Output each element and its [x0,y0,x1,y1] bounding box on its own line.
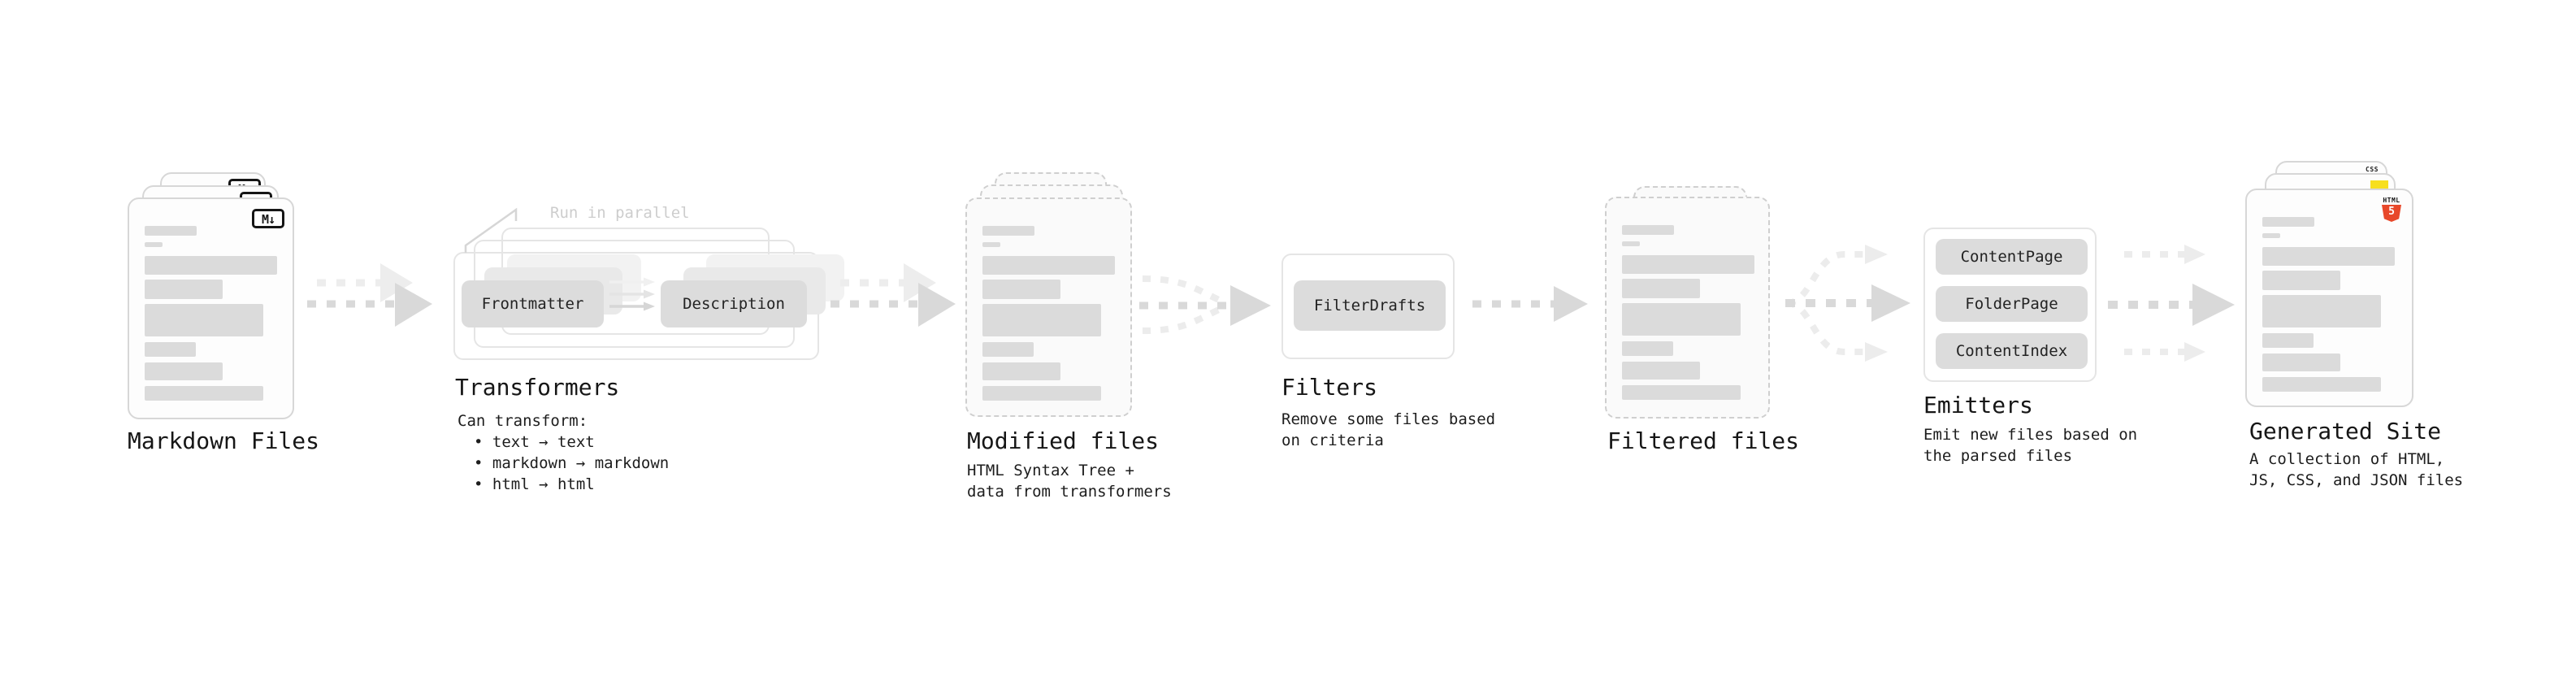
text-line-placeholder [2262,354,2340,371]
text-line-placeholder [1622,241,1640,246]
text-line-placeholder [982,280,1060,299]
text-line-placeholder [1622,341,1673,356]
text-line-placeholder [145,280,223,299]
flow-arrow-icon [1472,286,1588,322]
text-line-placeholder [2262,333,2314,348]
description-line: the parsed files [1923,447,2073,465]
contentindex-chip: ContentIndex [1936,333,2088,369]
text-line-placeholder [2262,377,2381,392]
generated-site-label: Generated Site [2249,418,2442,445]
note-leader-line [464,207,518,253]
text-line-placeholder [145,386,263,401]
folderpage-chip: FolderPage [1936,286,2088,322]
markdown-doc-front: M↓ [128,197,294,419]
description-line: Emit new files based on [1923,426,2138,444]
document-text-placeholder [1607,198,1768,417]
description-line: on criteria [1281,432,1384,449]
description-chip: Description [661,280,807,327]
contentpage-chip: ContentPage [1936,239,2088,275]
transform-bullet: • markdown → markdown [474,454,670,472]
text-line-placeholder [1622,385,1741,400]
modified-files-label: Modified files [967,427,1160,454]
run-in-parallel-note: Run in parallel [550,204,690,222]
text-line-placeholder [145,256,277,275]
text-line-placeholder [1622,303,1741,336]
document-text-placeholder [129,199,293,418]
emitters-description: Emit new files based on the parsed files [1923,424,2137,466]
document-text-placeholder [967,199,1130,415]
filters-box: FilterDrafts [1281,254,1455,359]
html5-icon: HTML 5 [2381,197,2402,222]
text-line-placeholder [982,242,1000,247]
text-line-placeholder [2262,295,2381,327]
generated-site-description: A collection of HTML, JS, CSS, and JSON … [2249,449,2463,491]
filterdrafts-chip: FilterDrafts [1294,280,1446,331]
stage-generated-site: CSS HTML 5 [2245,161,2418,413]
text-line-placeholder [982,342,1034,357]
stage-markdown-files: M↓ M↓ M↓ [126,172,301,424]
description-line: data from transformers [967,483,1172,501]
can-transform-title: Can transform: [458,412,588,430]
text-line-placeholder [982,226,1034,236]
markdown-icon: M↓ [252,209,284,228]
text-line-placeholder [145,304,263,336]
text-line-placeholder [982,386,1101,401]
emitters-label: Emitters [1923,392,2033,419]
html5-icon-shield: 5 [2382,205,2401,222]
flow-arrow-diverge-icon [1785,245,1910,362]
description-line: HTML Syntax Tree + [967,462,1134,479]
text-line-placeholder [2262,247,2395,266]
transform-bullet: • text → text [474,433,595,451]
flow-arrow-converge-icon [1139,275,1271,334]
description-line: Remove some files based [1281,410,1496,428]
text-line-placeholder [1622,225,1674,235]
filtered-doc-front [1605,197,1770,419]
text-line-placeholder [2262,233,2280,238]
transformers-description: Can transform: • text → text • markdown … [458,410,669,495]
text-line-placeholder [1622,362,1700,380]
text-line-placeholder [145,362,223,380]
text-line-placeholder [1622,279,1700,298]
html-doc-front: HTML 5 [2245,189,2413,407]
filters-description: Remove some files based on criteria [1281,409,1495,451]
stage-transformers: Frontmatter Description [453,228,844,366]
css-icon-label: CSS [2366,166,2379,173]
parallel-arrows-icon [609,277,655,311]
markdown-files-label: Markdown Files [128,427,320,454]
text-line-placeholder [145,226,197,236]
text-line-placeholder [2262,217,2314,227]
text-line-placeholder [982,256,1115,275]
text-line-placeholder [1622,255,1754,274]
stage-filtered-files [1605,186,1776,422]
transformers-label: Transformers [455,374,620,401]
flow-arrow-icon [307,263,432,327]
text-line-placeholder [982,362,1060,380]
filters-label: Filters [1281,374,1378,401]
flow-arrow-fanout-icon [2108,245,2235,362]
modified-files-description: HTML Syntax Tree + data from transformer… [967,460,1172,502]
stage-modified-files [964,172,1138,420]
frontmatter-chip: Frontmatter [462,280,604,327]
flow-arrow-icon [830,263,956,327]
text-line-placeholder [145,342,196,357]
modified-doc-front [965,197,1132,417]
javascript-icon [2370,180,2388,189]
text-line-placeholder [2262,271,2340,290]
text-line-placeholder [982,304,1101,336]
text-line-placeholder [145,242,163,247]
emitters-box: ContentPage FolderPage ContentIndex [1923,228,2097,382]
description-line: A collection of HTML, [2249,450,2445,468]
html5-icon-label: HTML [2383,197,2400,204]
transform-bullet: • html → html [474,475,595,493]
description-line: JS, CSS, and JSON files [2249,471,2464,489]
document-text-placeholder [2247,190,2412,406]
filtered-files-label: Filtered files [1607,427,1800,454]
